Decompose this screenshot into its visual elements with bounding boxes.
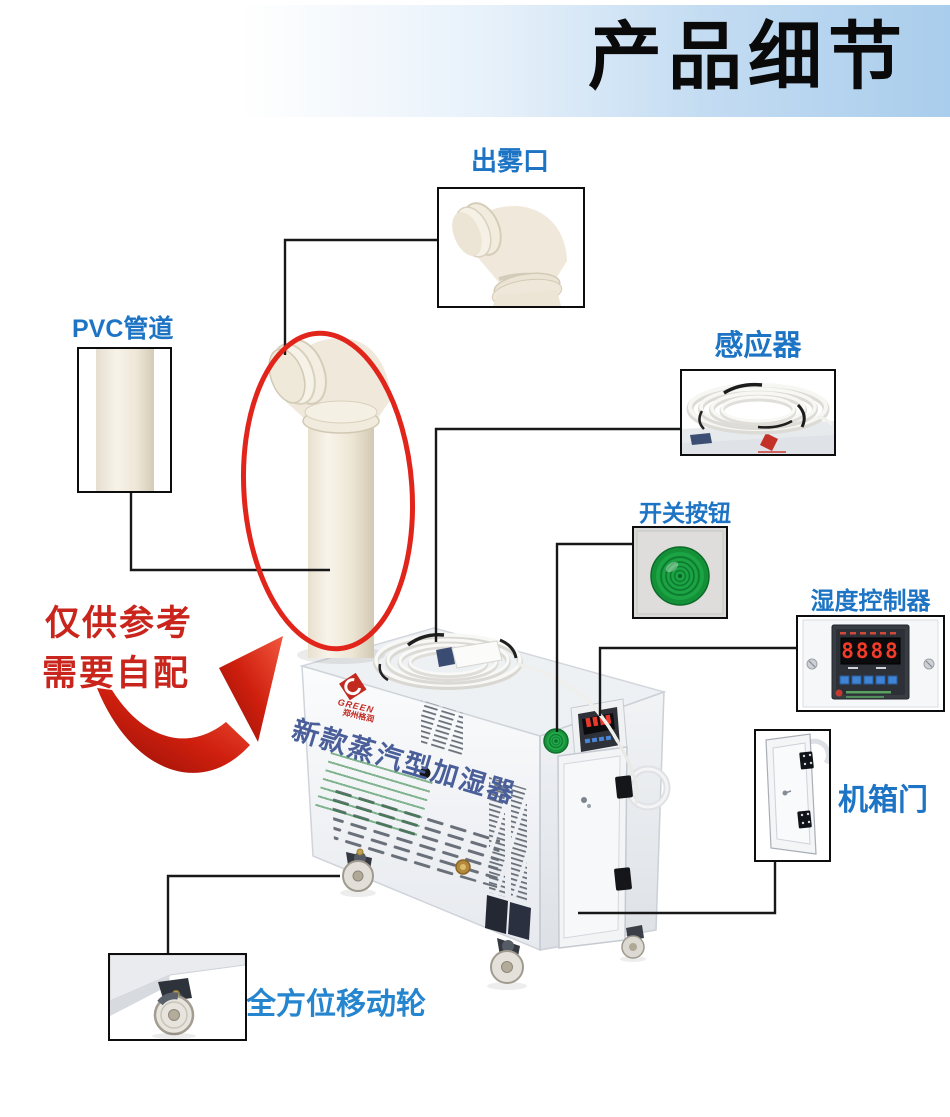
callout-photo-humidity-controller xyxy=(796,615,945,712)
pvc-pipe-graphic xyxy=(96,349,154,491)
callout-label-humidity-controller: 湿度控制器 xyxy=(810,588,931,615)
brand-logo-icon xyxy=(339,672,367,701)
callout-photo-pvc-pipe xyxy=(77,347,172,493)
callout-photo-switch-button xyxy=(632,526,728,619)
caster-wheels xyxy=(342,848,645,984)
exhaust-pipe xyxy=(268,337,391,664)
callout-photo-mist-outlet xyxy=(437,187,585,308)
controller-display: 8888 xyxy=(841,639,900,663)
sensor-cable-graphic xyxy=(682,382,834,454)
connector-lines xyxy=(129,238,796,953)
banner xyxy=(240,5,950,117)
power-button-icon xyxy=(543,728,569,754)
callout-photo-wheels xyxy=(108,953,247,1041)
pipe-elbow-graphic xyxy=(452,202,567,306)
mounted-controller xyxy=(570,698,628,759)
note-line-1: 仅供参考 xyxy=(45,604,194,643)
note-line-2: 需要自配 xyxy=(42,654,191,693)
callout-photo-cabinet-door xyxy=(754,729,831,862)
callout-label-wheels: 全方位移动轮 xyxy=(246,988,426,1021)
red-arrow-icon xyxy=(97,636,283,773)
green-button-graphic xyxy=(634,528,726,617)
callout-label-pvc-pipe: PVC管道 xyxy=(72,315,174,343)
door-graphic xyxy=(765,733,829,855)
callout-label-mist-outlet: 出雾口 xyxy=(470,146,549,176)
controller-graphic xyxy=(798,617,943,710)
red-ellipse-highlight xyxy=(240,330,416,652)
sensor-cable-coil xyxy=(373,632,639,805)
callout-label-switch-button: 开关按钮 xyxy=(639,500,731,526)
wheel-graphic xyxy=(110,955,245,1039)
callout-photo-sensor xyxy=(680,369,836,456)
door-hinges xyxy=(614,775,633,891)
callout-label-cabinet-door: 机箱门 xyxy=(838,784,928,817)
page-title: 产品细节 xyxy=(588,15,908,98)
callout-label-sensor: 感应器 xyxy=(714,330,802,362)
